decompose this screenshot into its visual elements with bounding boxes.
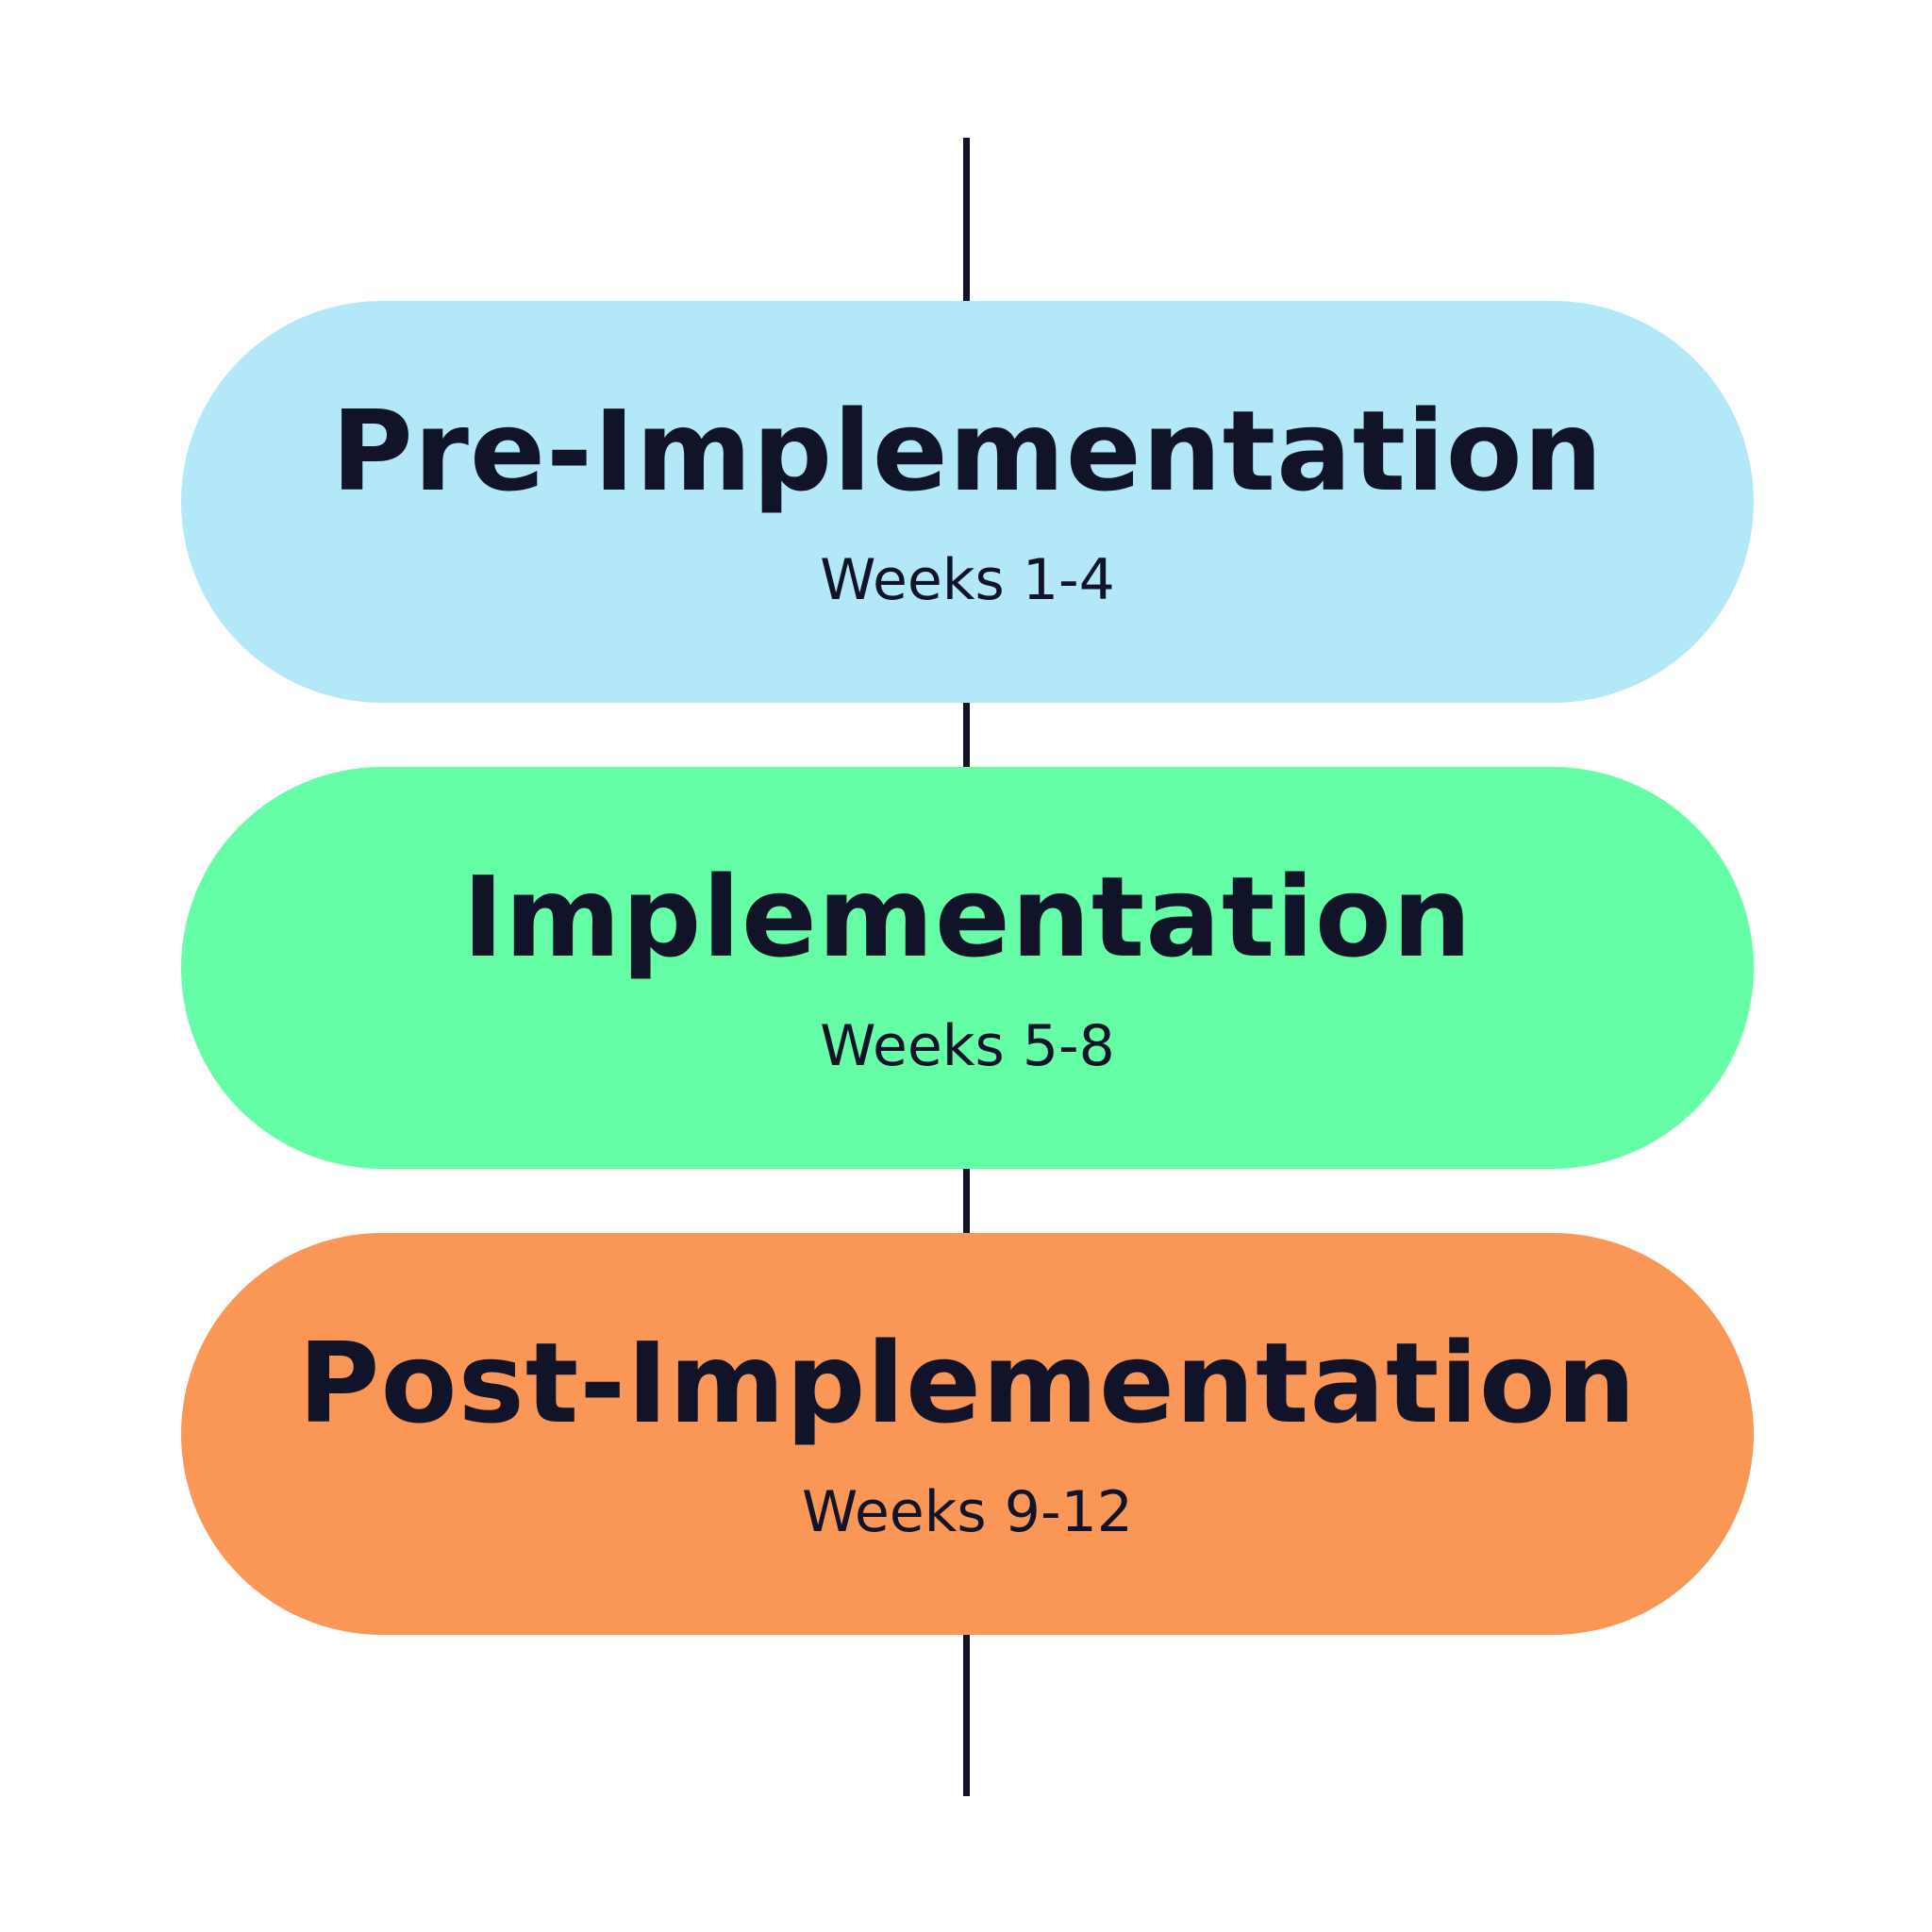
phase-pre-implementation: Pre-Implementation Weeks 1-4 (181, 301, 1754, 703)
phase-title: Post-Implementation (298, 1318, 1637, 1448)
phase-implementation: Implementation Weeks 5-8 (181, 767, 1754, 1169)
phase-title: Pre-Implementation (331, 386, 1604, 516)
phase-weeks: Weeks 5-8 (820, 1013, 1115, 1079)
phase-title: Implementation (462, 852, 1473, 982)
phase-post-implementation: Post-Implementation Weeks 9-12 (181, 1233, 1754, 1635)
phase-weeks: Weeks 9-12 (802, 1479, 1133, 1545)
phase-weeks: Weeks 1-4 (820, 547, 1115, 613)
